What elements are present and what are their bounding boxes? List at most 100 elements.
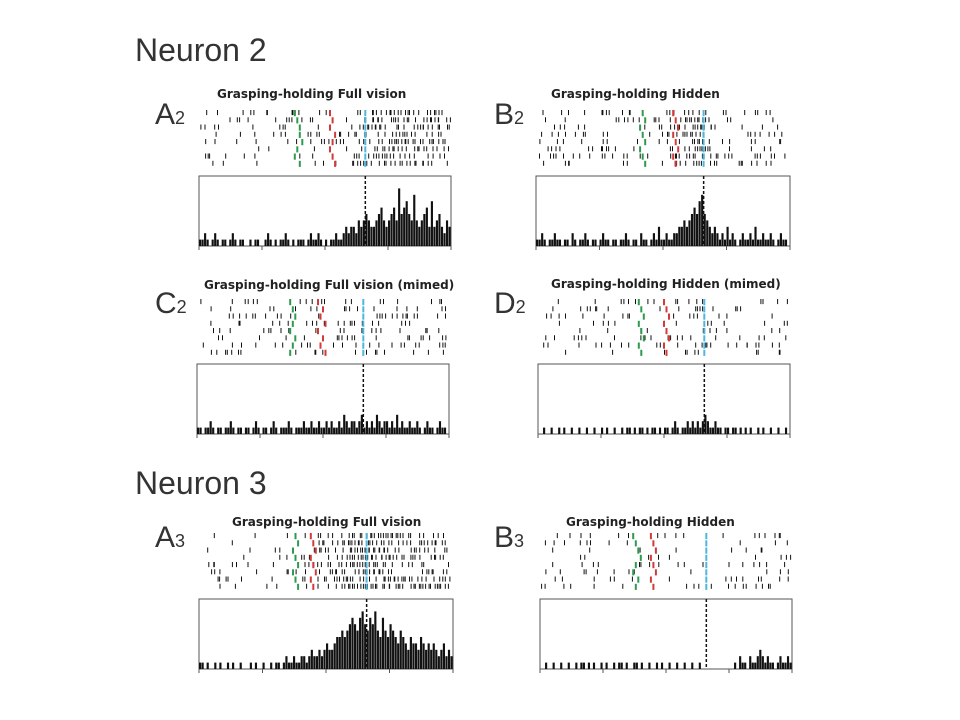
histogram-bar — [762, 427, 765, 434]
histogram-bar — [365, 421, 368, 434]
histogram-bar — [438, 214, 441, 246]
histogram-bar — [749, 233, 752, 246]
histogram-bar — [683, 220, 686, 246]
panel-letter-main: D — [494, 287, 516, 320]
histogram-d2 — [537, 363, 791, 438]
histogram-bar — [412, 643, 415, 669]
histogram-bar — [777, 427, 780, 434]
histogram-bar — [318, 649, 321, 669]
panel-letter-b2: B2 — [494, 98, 524, 132]
histogram-bar — [744, 239, 747, 246]
histogram-bar — [254, 239, 257, 246]
histogram-bar — [766, 656, 769, 669]
histogram-bar — [307, 239, 310, 246]
histogram-bar — [657, 226, 661, 246]
histogram-bar — [231, 233, 234, 246]
histogram-bar — [655, 662, 659, 669]
histogram-bar — [338, 421, 341, 434]
histogram-bar — [224, 427, 227, 434]
histogram-bar — [199, 427, 202, 434]
panel-letter-sub: 3 — [514, 531, 525, 551]
histogram-bar — [414, 643, 418, 669]
histogram-bar — [290, 427, 293, 434]
histogram-bar — [762, 233, 765, 246]
histogram-bar — [407, 649, 410, 669]
histogram-bar — [239, 239, 242, 246]
histogram-bar — [428, 226, 431, 246]
histogram-bar — [204, 427, 207, 434]
histogram-bar — [317, 233, 320, 246]
histogram-bar — [423, 427, 426, 434]
histogram-bar — [254, 421, 258, 434]
histogram-bar — [214, 662, 217, 669]
histogram-bar — [423, 214, 426, 246]
histogram-bar — [257, 427, 260, 434]
histogram-bar — [744, 427, 747, 434]
histogram-bar — [392, 630, 395, 669]
histogram-bar — [558, 427, 561, 434]
histogram-bar — [214, 233, 217, 246]
histogram-bar — [404, 643, 407, 669]
histogram-bar — [340, 427, 343, 434]
histogram-bar — [651, 427, 654, 434]
histogram-bar — [430, 201, 433, 246]
histogram-bar — [594, 239, 597, 246]
histogram-bar — [706, 421, 709, 434]
histogram-bar — [374, 611, 377, 669]
histogram-bar — [390, 214, 393, 246]
histogram-bar — [265, 427, 268, 434]
panel-title-c2: Grasping-holding Full vision (mimed) — [204, 278, 455, 292]
histogram-bar — [691, 421, 694, 434]
histogram-bar — [382, 220, 386, 246]
histogram-bar — [351, 617, 354, 669]
histogram-bar — [207, 427, 210, 434]
histogram-bar — [336, 637, 339, 669]
histogram-bar — [330, 421, 333, 434]
histogram-bar — [655, 239, 658, 246]
histogram-bar — [399, 630, 402, 669]
histogram-bar — [779, 656, 782, 669]
histogram-bar — [262, 427, 265, 434]
histogram-bar — [619, 239, 622, 246]
histogram-bar — [298, 662, 301, 669]
histogram-bar — [751, 662, 754, 669]
histogram-bar — [254, 662, 258, 669]
histogram-bar — [445, 656, 448, 669]
histogram-bar — [652, 233, 655, 246]
histogram-bar — [249, 239, 252, 246]
histogram-bar — [267, 233, 270, 246]
histogram-bar — [563, 239, 567, 246]
histogram-bar — [571, 233, 574, 246]
histogram-bar — [756, 239, 760, 246]
histogram-bar — [543, 427, 546, 434]
histogram-bar — [625, 662, 628, 669]
histogram-bar — [694, 427, 697, 434]
histogram-bar — [280, 427, 283, 434]
histogram-bar — [714, 421, 717, 434]
histogram-bar — [398, 427, 401, 434]
histogram-bar — [226, 662, 230, 669]
histogram-bar — [350, 421, 353, 434]
panel-letter-sub: 2 — [514, 108, 525, 128]
histogram-bar — [379, 637, 382, 669]
histogram-bar — [277, 662, 280, 669]
histogram-bar — [575, 662, 578, 669]
histogram-bar — [391, 421, 394, 434]
histogram-bar — [305, 427, 308, 434]
histogram-bar — [408, 214, 411, 246]
histogram-bar — [340, 239, 343, 246]
histogram-bar — [376, 630, 379, 669]
raster-c2 — [200, 299, 447, 356]
histogram-bar — [337, 239, 340, 246]
histogram-bar — [300, 656, 303, 669]
histogram-bar — [279, 239, 282, 246]
histogram-bar — [216, 239, 219, 246]
histogram-bar — [633, 427, 636, 434]
histogram-bar — [406, 427, 409, 434]
histogram-frame — [196, 363, 450, 435]
histogram-bar — [703, 214, 706, 246]
histogram-bar — [320, 427, 323, 434]
histogram-bar — [352, 226, 355, 246]
histogram-bar — [613, 427, 616, 434]
histogram-bar — [212, 427, 215, 434]
